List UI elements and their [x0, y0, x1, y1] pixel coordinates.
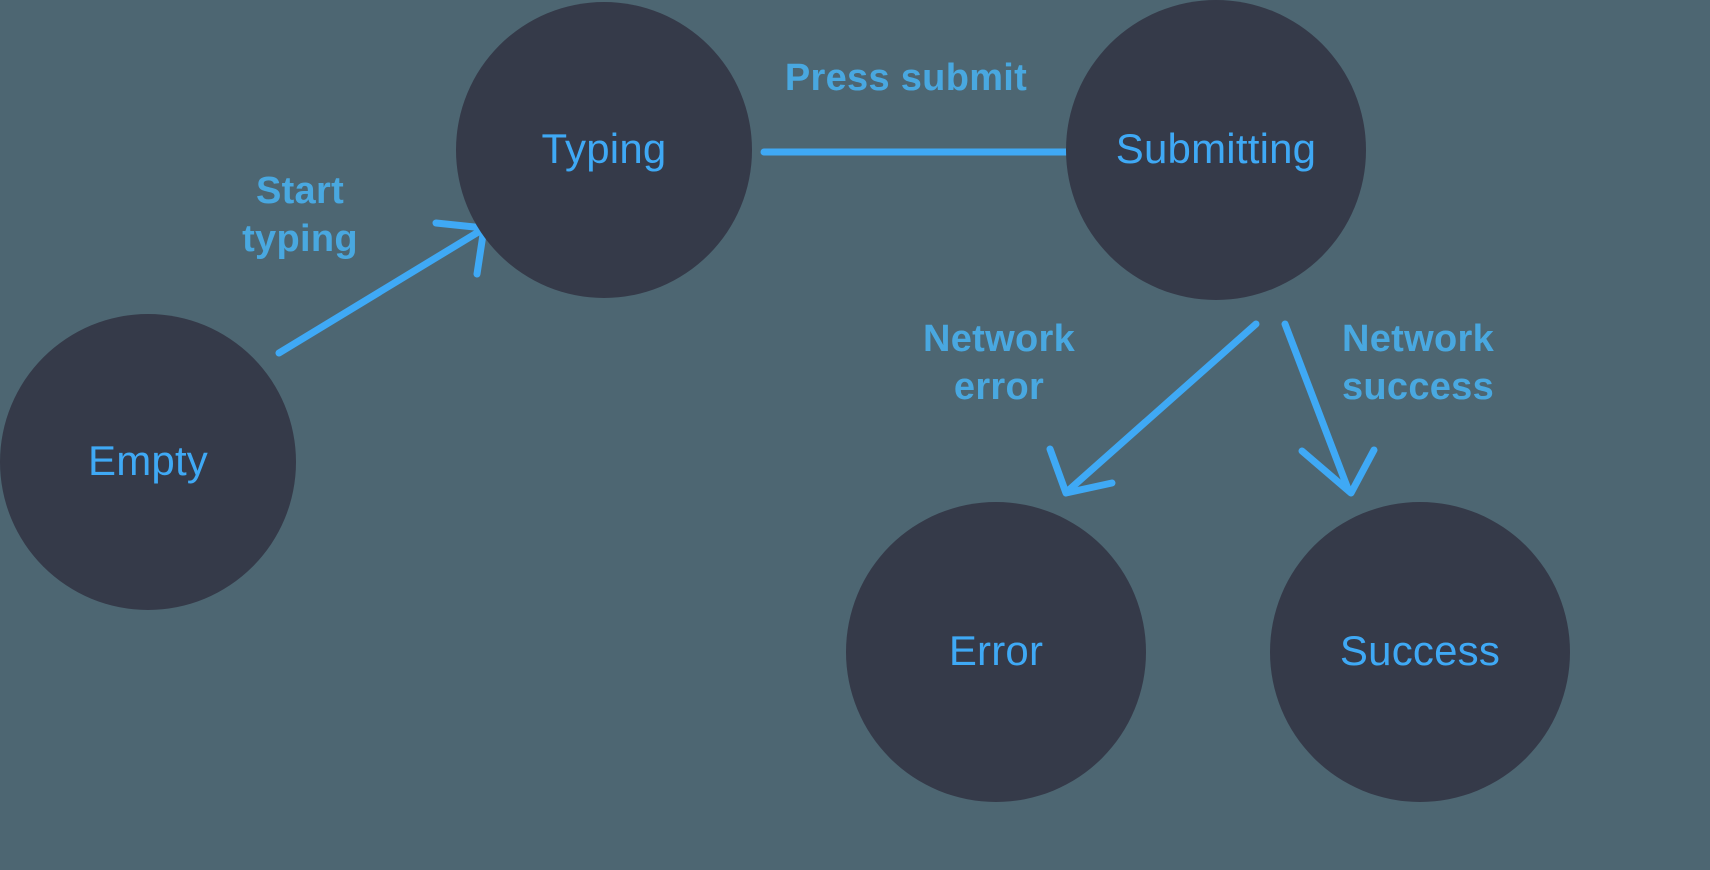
edge-submitting-to-error: [1046, 320, 1260, 497]
edge-label-press-submit: Press submit: [785, 57, 1027, 99]
edge-empty-to-typing-line: [275, 227, 484, 357]
state-circle-error[interactable]: [846, 502, 1146, 802]
edge-label-network-error-line2: error: [954, 366, 1044, 408]
state-circle-empty[interactable]: [0, 314, 296, 610]
edge-label-network-error-line1: Network: [923, 318, 1076, 360]
edge-label-start-typing-line1: Start: [256, 170, 344, 212]
state-circle-typing[interactable]: [456, 2, 752, 298]
state-circle-success[interactable]: [1270, 502, 1570, 802]
state-circle-submitting[interactable]: [1066, 0, 1366, 300]
edge-label-press-submit-line1: Press submit: [785, 57, 1027, 99]
state-node-empty[interactable]: Empty: [0, 314, 296, 610]
state-label-success: Success: [1340, 627, 1500, 674]
edge-submitting-to-success: [1281, 320, 1378, 497]
edge-label-network-error: Network error: [923, 318, 1076, 408]
state-label-error: Error: [949, 627, 1043, 674]
state-node-submitting[interactable]: Submitting: [1066, 0, 1366, 300]
edge-label-start-typing-line2: typing: [242, 218, 358, 260]
state-node-success[interactable]: Success: [1270, 502, 1570, 802]
edge-label-network-success-line2: success: [1342, 366, 1494, 408]
edge-submitting-to-success-arrowhead: [1298, 446, 1378, 497]
state-label-typing: Typing: [542, 125, 667, 172]
edge-label-network-success-line1: Network: [1342, 318, 1495, 360]
edge-submitting-to-success-line: [1281, 320, 1352, 493]
state-node-error[interactable]: Error: [846, 502, 1146, 802]
state-node-typing[interactable]: Typing: [456, 2, 752, 298]
edge-submitting-to-error-line: [1066, 320, 1260, 493]
state-label-empty: Empty: [88, 437, 208, 484]
edge-submitting-to-error-arrowhead: [1046, 445, 1116, 497]
edge-label-network-success: Network success: [1342, 318, 1495, 408]
state-label-submitting: Submitting: [1116, 125, 1316, 172]
edge-empty-to-typing-arrowhead: [432, 219, 488, 278]
edge-label-start-typing: Start typing: [242, 170, 358, 260]
